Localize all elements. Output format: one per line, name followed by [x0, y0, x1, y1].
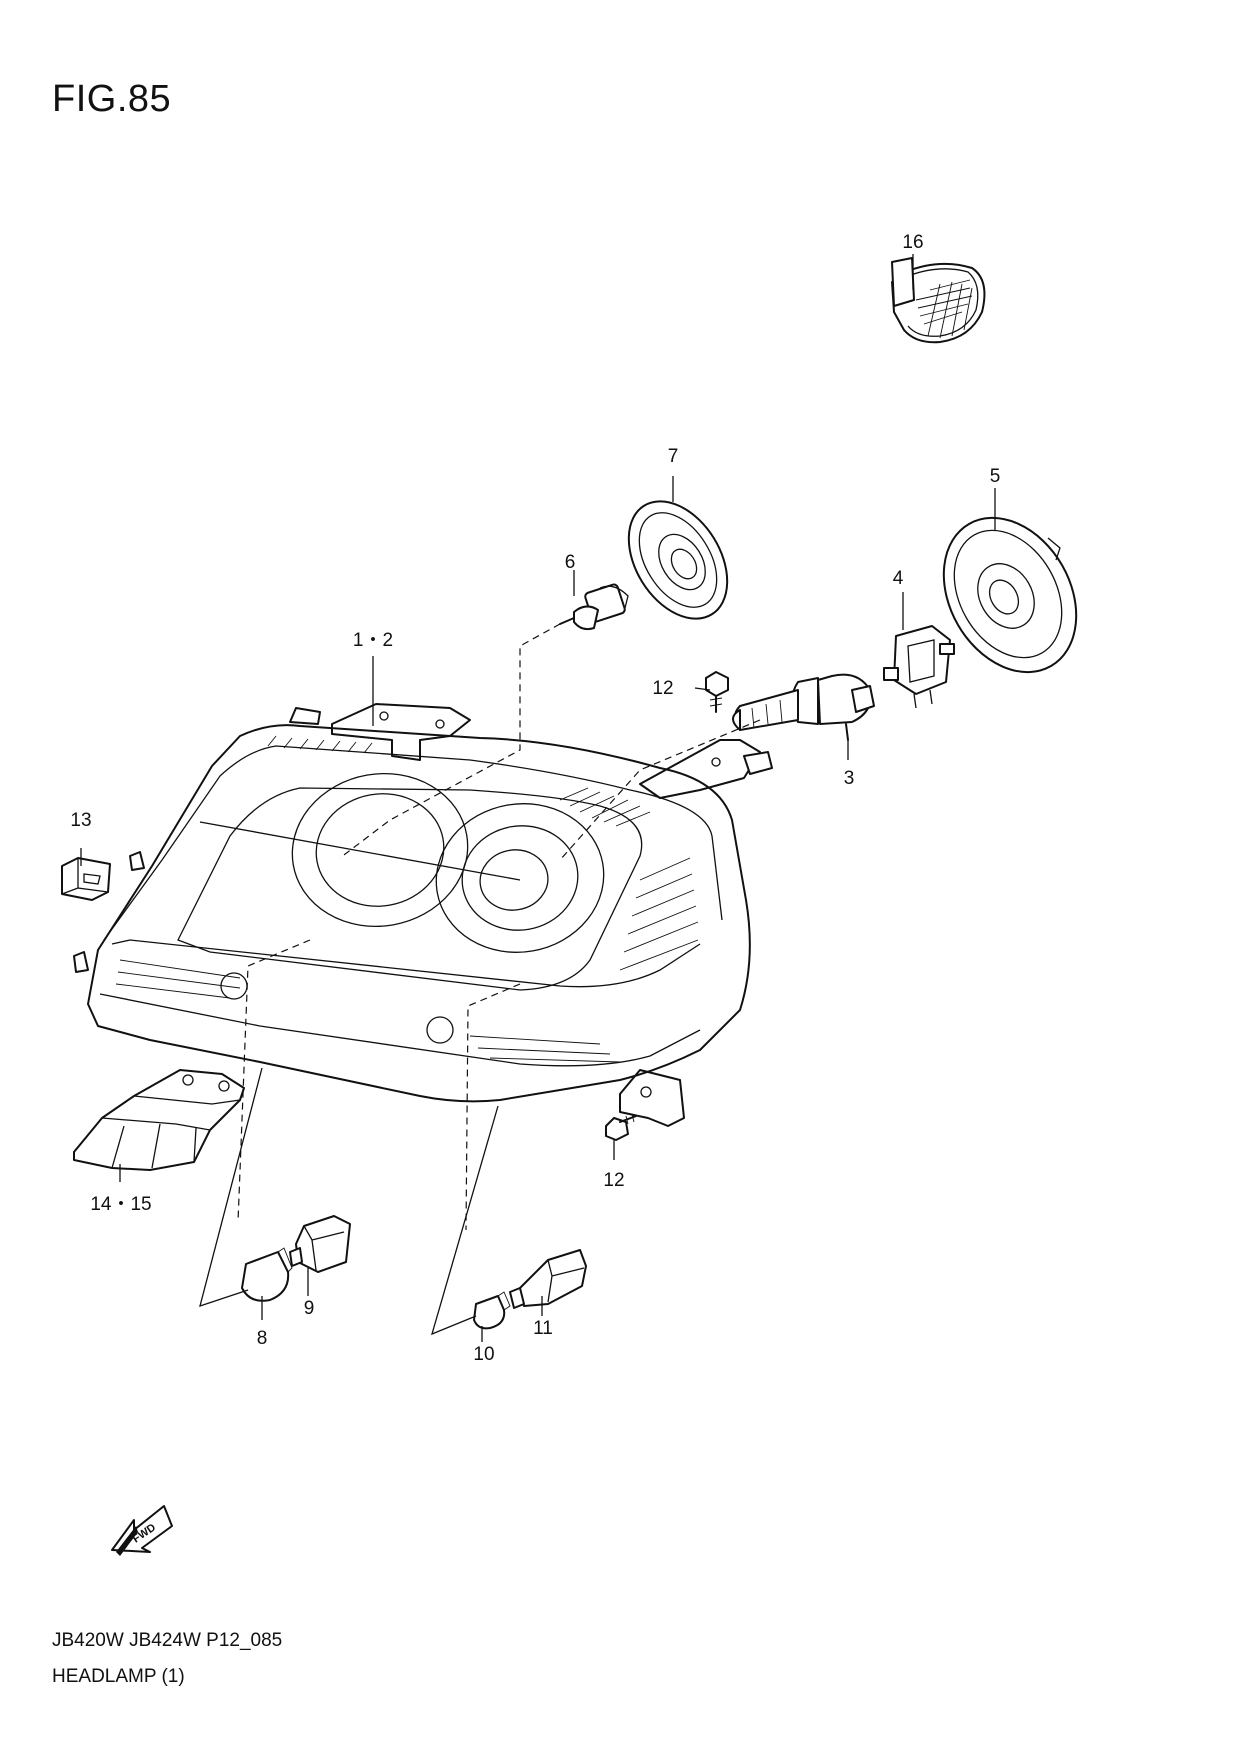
part-13-retainer-clip: [61, 857, 111, 901]
callout-11: 11: [533, 1318, 553, 1339]
callout-4: 4: [893, 568, 904, 589]
assembly-guide-lines: [199, 623, 761, 1336]
callout-5: 5: [990, 466, 1001, 487]
part-12-upper-bolt: [705, 671, 729, 713]
part-16-side-marker-lamp: [891, 257, 986, 344]
part-12-lower-bolt: [605, 1113, 637, 1141]
callout-16: 16: [902, 232, 923, 253]
part-3-headlight-bulb: [732, 673, 875, 741]
callout-12-lower: 12: [603, 1170, 624, 1191]
part-4-bulb-socket: [883, 625, 955, 709]
part-1-2-headlamp-assembly: [73, 703, 773, 1127]
part-5-reflector-cap: [942, 516, 1078, 674]
callout-labels: 16 7 5 6 4 1・2 12 3 13 14・15 12 9 8 11 1…: [70, 232, 1000, 1365]
section-name: HEADLAMP (1): [52, 1666, 185, 1687]
callout-13: 13: [70, 810, 91, 831]
part-9-bulb-socket: [289, 1215, 351, 1273]
callout-1-2: 1・2: [353, 630, 393, 651]
callout-7: 7: [668, 446, 679, 467]
callout-12-upper: 12: [652, 678, 673, 699]
part-10-small-bulb: [473, 1291, 511, 1330]
callout-3: 3: [844, 768, 855, 789]
part-14-15-side-lens: [73, 1069, 245, 1171]
part-8-wedge-bulb: [241, 1247, 293, 1302]
model-code: JB420W JB424W P12_085: [52, 1630, 283, 1651]
part-11-bulb-socket: [509, 1249, 587, 1309]
figure-title: FIG.85: [52, 78, 172, 120]
callout-6: 6: [565, 552, 576, 573]
callout-leader-lines: [80, 254, 996, 1342]
callout-10: 10: [473, 1344, 494, 1365]
part-6-bulb: [559, 583, 629, 631]
callout-8: 8: [257, 1328, 268, 1349]
part-7-reflector-ring: [627, 500, 729, 620]
fwd-arrow-icon: FWD: [111, 1505, 173, 1556]
callout-14-15: 14・15: [90, 1194, 151, 1215]
callout-9: 9: [304, 1298, 315, 1319]
